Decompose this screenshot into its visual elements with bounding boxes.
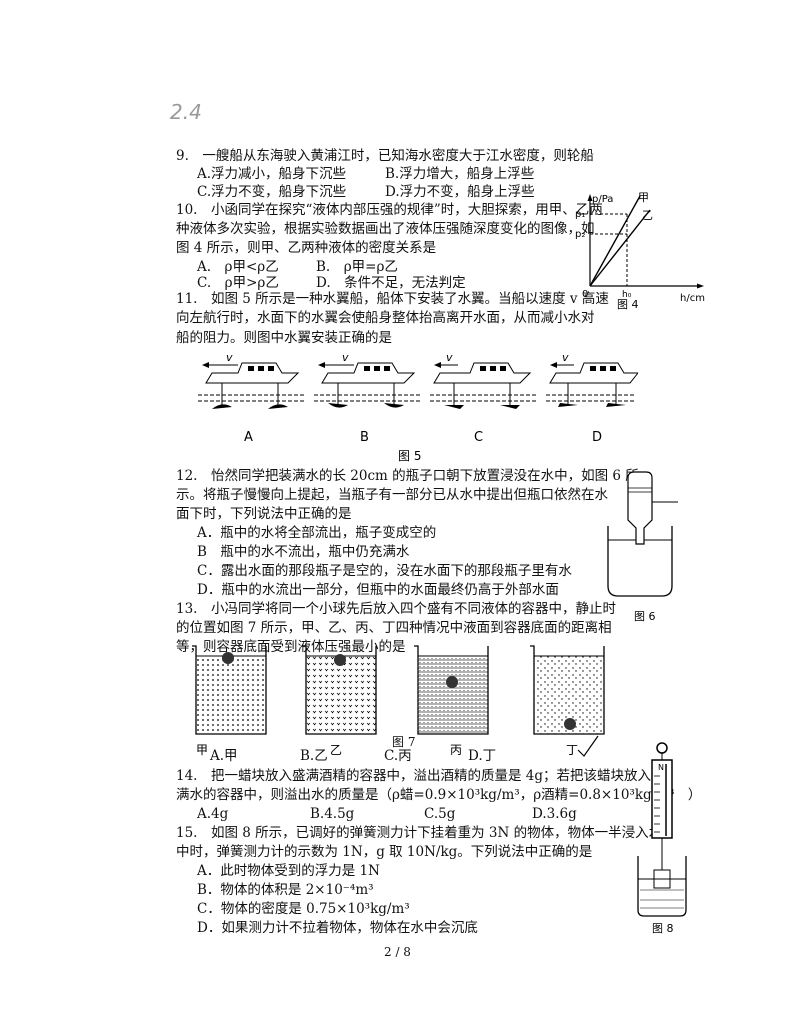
container-ding: 丁 bbox=[530, 645, 605, 757]
fig6-caption: 图 6 bbox=[634, 610, 656, 623]
q10-option-d: D. 条件不足，无法判定 bbox=[316, 275, 466, 291]
q13-option-c: C.丙 bbox=[384, 748, 412, 764]
q15-line-1: 15. 如图 8 所示，已调好的弹簧测力计下挂着重为 3N 的物体，物体一半浸入… bbox=[176, 825, 663, 841]
fig4-h0: h₀ bbox=[622, 290, 632, 300]
container-jia: 甲 bbox=[192, 645, 267, 757]
fig4-ylabel: p/Pa bbox=[592, 194, 613, 205]
fig5-caption: 图 5 bbox=[398, 449, 421, 463]
q11-line-1: 11. 如图 5 所示是一种水翼船，船体下安装了水翼。当船以速度 v 高速 bbox=[176, 291, 609, 307]
boat-d: v D bbox=[546, 351, 638, 445]
fig8-caption: 图 8 bbox=[652, 922, 674, 935]
q11-line-2: 向左航行时，水面下的水翼会使船身整体抬高离开水面，从而减小水对 bbox=[176, 310, 595, 326]
fig4-caption: 图 4 bbox=[617, 298, 639, 311]
q14-option-a: A.4g bbox=[197, 806, 229, 822]
q13-line-3: 等，则容器底面受到液体压强最小的是 bbox=[176, 639, 406, 655]
svg-text:v: v bbox=[342, 351, 349, 364]
handwritten-mark: 2.4 bbox=[170, 100, 202, 124]
q13-line-2: 的位置如图 7 所示，甲、乙、丙、丁四种情况中液面到容器底面的距离相 bbox=[176, 620, 612, 636]
q9-option-a: A.浮力减小，船身下沉些 bbox=[197, 166, 347, 182]
q15-line-2: 中时，弹簧测力计的示数为 1N，g 取 10N/kg。下列说法中正确的是 bbox=[176, 844, 593, 860]
q12-line-2: 示。将瓶子慢慢向上提起，当瓶子有一部分已从水中提出但瓶口依然在水 bbox=[176, 487, 608, 503]
q13-option-d: D.丁 bbox=[468, 748, 497, 764]
scale-unit: N bbox=[658, 763, 664, 772]
container-bing: 丙 bbox=[414, 645, 489, 757]
q9-stem: 9. 一艘船从东海驶入黄浦江时，已知海水密度大于江水密度，则轮船 bbox=[176, 148, 594, 164]
q14-option-c: C.5g bbox=[424, 806, 456, 822]
figure-4-graph: p/Pa h/cm 甲 乙 p₁ p₂ h₀ 0 图 4 bbox=[575, 191, 705, 311]
svg-text:v: v bbox=[226, 351, 233, 364]
q12-option-b: B 瓶中的水不流出，瓶中仍充满水 bbox=[197, 544, 410, 560]
fig4-origin: 0 bbox=[582, 289, 588, 300]
q12-option-d: D．瓶中的水流出一部分，但瓶中的水面最终仍高于外部水面 bbox=[197, 582, 559, 598]
page-number: 2 / 8 bbox=[384, 945, 411, 959]
q12-option-a: A．瓶中的水将全部流出，瓶子变成空的 bbox=[197, 525, 437, 541]
figure-7-containers: 甲 乙 丙 丁 bbox=[192, 645, 605, 757]
q14-option-b: B.4.5g bbox=[310, 806, 355, 822]
q15-option-a: A．此时物体受到的浮力是 1N bbox=[197, 863, 380, 879]
q9-option-b: B.浮力增大，船身上浮些 bbox=[385, 166, 535, 182]
boat-c: v C bbox=[430, 351, 538, 445]
q14-line-2: 满水的容器中，则溢出水的质量是（ρ蜡=0.9×10³kg/m³，ρ酒精=0.8×… bbox=[176, 787, 702, 803]
q12-line-1: 12. 怡然同学把装满水的长 20cm 的瓶子口朝下放置浸没在水中，如图 6 所 bbox=[176, 468, 639, 484]
svg-text:v: v bbox=[562, 351, 569, 364]
q10-option-c: C. ρ甲>ρ乙 bbox=[197, 275, 279, 291]
q10-line-1: 10. 小函同学在探究“液体内部压强的规律”时，大胆探索，用甲、乙两 bbox=[176, 202, 603, 218]
q12-line-3: 面下时，下列说法中正确的是 bbox=[176, 506, 352, 522]
q15-option-b: B．物体的体积是 2×10⁻⁴m³ bbox=[197, 882, 374, 898]
q10-line-2: 种液体多次实验，根据实验数据画出了液体压强随深度变化的图像，如 bbox=[176, 221, 595, 237]
q10-option-b: B. ρ甲=ρ乙 bbox=[316, 259, 398, 275]
q10-option-a: A. ρ甲<ρ乙 bbox=[197, 259, 279, 275]
boat-label-d: D bbox=[592, 430, 602, 445]
q15-option-d: D．如果测力计不拉着物体，物体在水中会沉底 bbox=[197, 920, 478, 936]
q13-option-a: A.甲 bbox=[210, 748, 238, 764]
q13-line-1: 13. 小冯同学将同一个小球先后放入四个盛有不同液体的容器中，静止时 bbox=[176, 601, 616, 617]
q15-option-c: C．物体的密度是 0.75×10³kg/m³ bbox=[197, 901, 410, 917]
container-label-jia: 甲 bbox=[196, 743, 208, 757]
q12-option-c: C．露出水面的那段瓶子是空的，没在水面下的那段瓶子里有水 bbox=[197, 563, 572, 579]
container-yi: 乙 bbox=[302, 645, 377, 757]
boat-b: v B bbox=[314, 351, 422, 445]
container-label-ding: 丁 bbox=[566, 743, 578, 757]
container-label-bing: 丙 bbox=[450, 743, 462, 757]
q9-option-d: D.浮力不变，船身上浮些 bbox=[385, 184, 535, 200]
fig7-caption: 图 7 bbox=[392, 735, 416, 749]
figure-5: v A v B v C v bbox=[198, 351, 638, 463]
q14-option-d: D.3.6g bbox=[532, 806, 577, 822]
q14-line-1: 14. 把一蜡块放入盛满酒精的容器中，溢出酒精的质量是 4g；若把该蜡块放入盛 bbox=[176, 768, 665, 784]
svg-text:v: v bbox=[446, 351, 453, 364]
fig4-p1: p₁ bbox=[575, 209, 585, 220]
fig4-xlabel: h/cm bbox=[680, 293, 705, 304]
q9-option-c: C.浮力不变，船身下沉些 bbox=[197, 184, 347, 200]
boat-a: v A bbox=[198, 351, 306, 445]
container-label-yi: 乙 bbox=[330, 743, 342, 757]
figure-8-spring-scale: N 图 8 bbox=[637, 742, 687, 935]
boat-label-a: A bbox=[244, 430, 253, 445]
q10-line-3: 图 4 所示，则甲、乙两种液体的密度关系是 bbox=[176, 240, 437, 256]
fig4-p2: p₂ bbox=[575, 229, 585, 240]
boat-label-c: C bbox=[474, 430, 483, 445]
q13-option-b: B.乙 bbox=[300, 748, 328, 764]
fig4-line-jia: 甲 bbox=[638, 191, 649, 204]
boat-label-b: B bbox=[360, 430, 369, 445]
fig4-line-yi: 乙 bbox=[642, 209, 653, 222]
figure-6-bottle: 图 6 bbox=[607, 471, 678, 623]
q11-line-3: 船的阻力。则图中水翼安装正确的是 bbox=[176, 330, 392, 346]
